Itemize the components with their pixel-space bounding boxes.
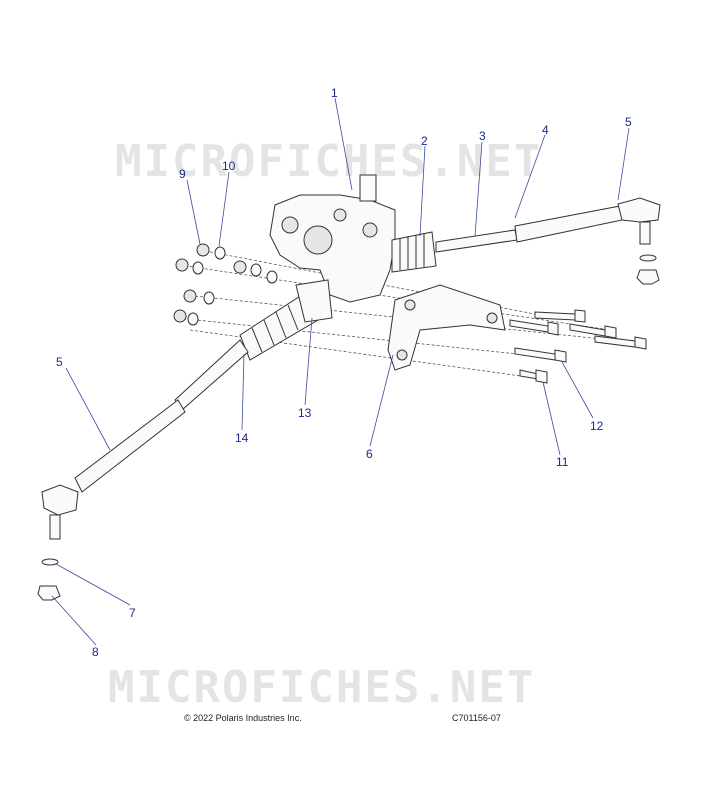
callout-13: 13 [298,406,312,420]
callout-6: 6 [366,447,373,461]
callout-14: 14 [235,431,249,445]
leader-lines [51,97,630,646]
callout-2: 2 [421,134,428,148]
callout-9: 9 [179,167,186,181]
watermark-bottom: MICROFICHES.NET [108,662,535,713]
steering-gear-housing [269,174,396,303]
callout-3: 3 [479,129,486,143]
callout-11: 11 [556,455,569,469]
callout-4: 4 [542,123,549,137]
nuts-and-washers [173,243,278,326]
callout-5-left: 5 [56,355,63,369]
left-tie-rod-assembly [37,279,333,601]
callout-1: 1 [331,86,338,100]
callout-10: 10 [222,159,236,173]
callout-5-right: 5 [625,115,632,129]
callout-8: 8 [92,645,99,659]
watermark-top: MICROFICHES.NET [115,136,542,187]
mounting-bracket [387,284,506,371]
right-tie-rod-assembly [391,197,661,285]
figure-id: C701156-07 [452,713,501,723]
bolts [509,309,647,384]
callouts: 1 2 3 4 5 5 6 7 8 9 10 11 12 13 14 [56,86,632,659]
callout-7: 7 [129,606,136,620]
callout-12: 12 [590,419,604,433]
copyright-text: © 2022 Polaris Industries Inc. [184,713,302,723]
